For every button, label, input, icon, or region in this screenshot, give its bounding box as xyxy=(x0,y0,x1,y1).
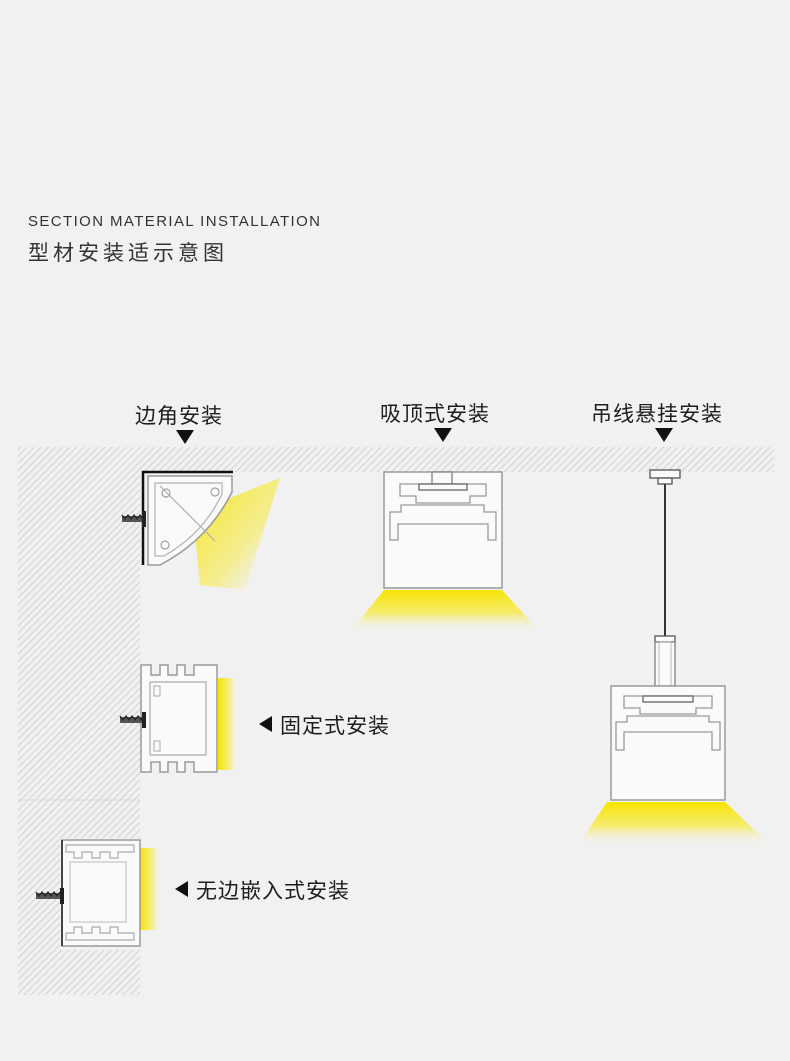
label-corner-installation: 边角安装 xyxy=(135,404,223,428)
ceiling-profile xyxy=(350,471,540,632)
arrow-down-icon xyxy=(176,430,194,444)
screw-recessed xyxy=(35,888,64,904)
section-heading-en: SECTION MATERIAL INSTALLATION xyxy=(28,213,322,230)
pendant-profile xyxy=(578,469,770,845)
recessed-profile xyxy=(61,839,160,947)
arrow-left-icon xyxy=(259,716,272,732)
corner-profile xyxy=(141,470,280,590)
surface-profile xyxy=(140,664,238,773)
section-heading-cn: 型材安装适示意图 xyxy=(28,241,228,265)
arrow-down-icon xyxy=(434,428,452,442)
arrow-down-icon xyxy=(655,428,673,442)
wall-upper xyxy=(18,447,140,800)
label-pendant-installation: 吊线悬挂安装 xyxy=(591,402,723,426)
arrow-left-icon xyxy=(175,881,188,897)
label-ceiling-installation: 吸顶式安装 xyxy=(380,402,490,426)
label-surface-installation: 固定式安装 xyxy=(280,714,390,738)
ceiling-slab xyxy=(18,447,774,472)
screw-corner xyxy=(121,511,146,527)
screw-surface xyxy=(119,712,146,728)
label-recessed-installation: 无边嵌入式安装 xyxy=(196,879,350,903)
